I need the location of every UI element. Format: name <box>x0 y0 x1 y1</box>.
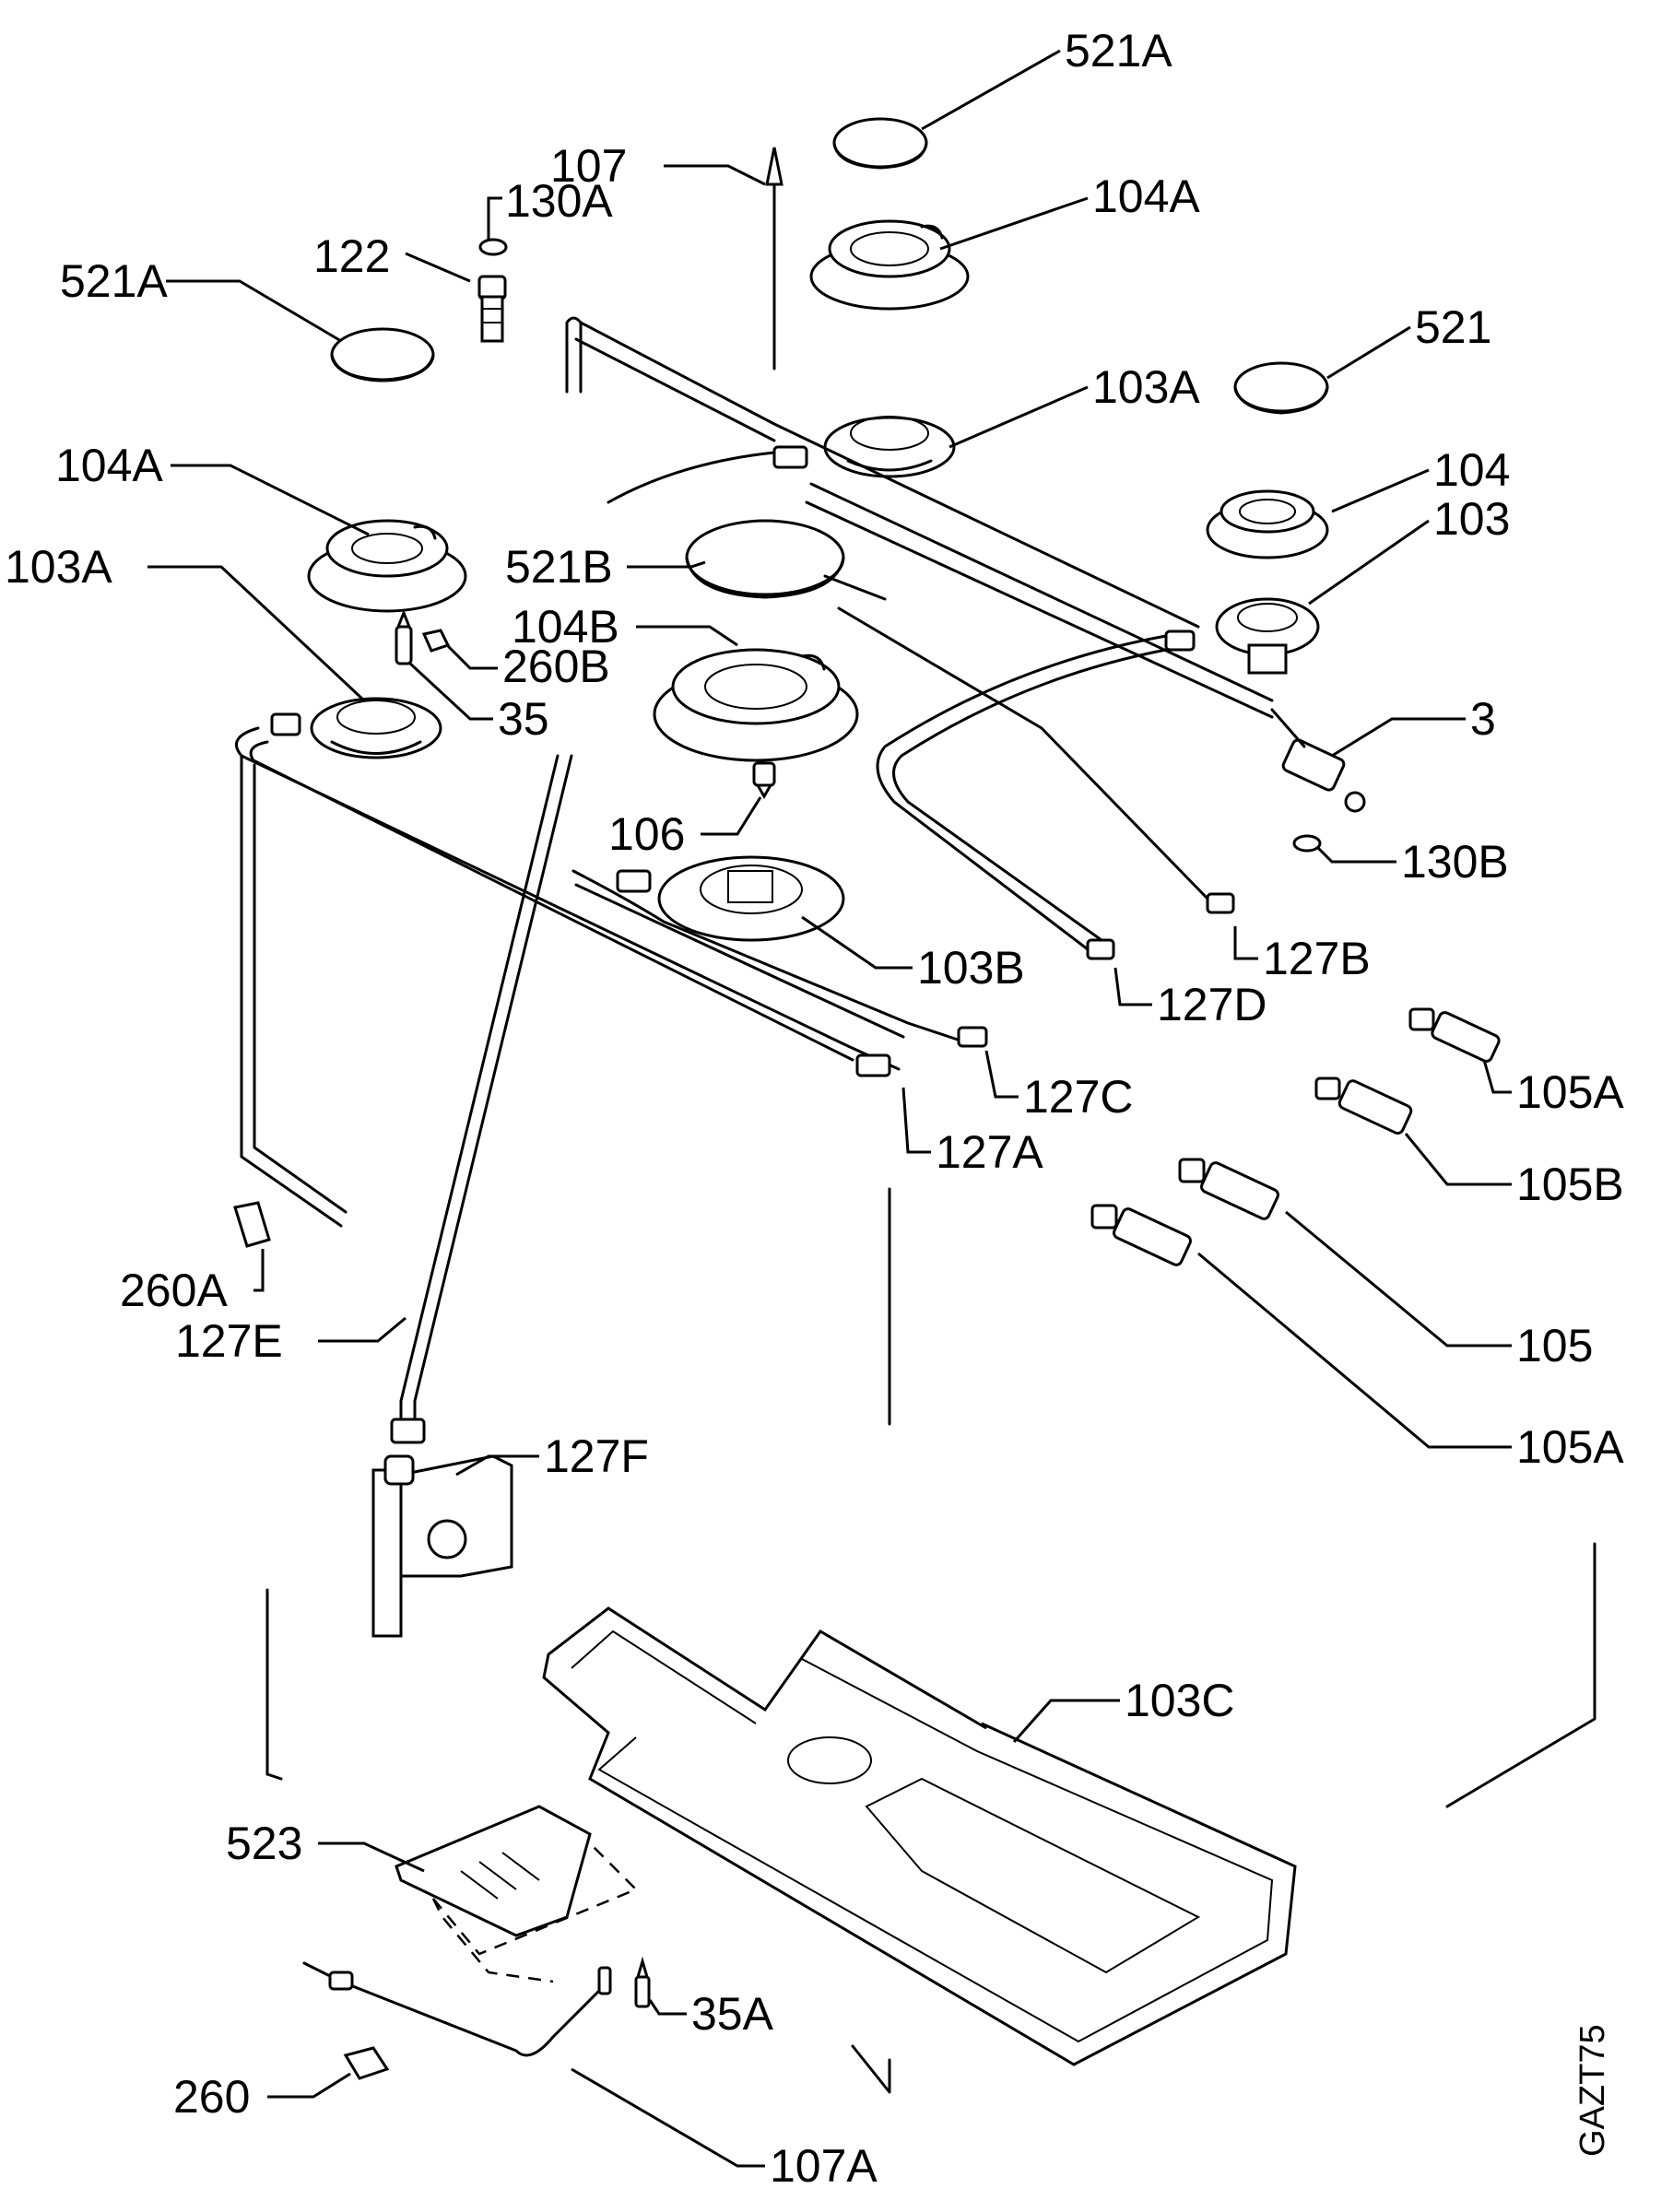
label-35: 35 <box>498 693 549 745</box>
label-107a: 107A <box>770 2140 878 2192</box>
leader-lines <box>147 49 1512 2168</box>
label-130b: 130B <box>1401 836 1509 888</box>
label-127d: 127D <box>1157 979 1267 1030</box>
label-104b: 104B <box>512 601 619 653</box>
part-labels: 521A 107 130A 104A 122 521A 521 103A 104… <box>5 25 1624 2192</box>
label-104: 104 <box>1433 444 1510 496</box>
label-523: 523 <box>226 1818 302 1869</box>
valve-3 <box>1270 708 1366 813</box>
label-105: 105 <box>1516 1320 1593 1371</box>
label-521a-left: 521A <box>60 255 168 307</box>
injector-122 <box>477 275 507 343</box>
label-3: 3 <box>1470 693 1496 745</box>
burner-head-104b <box>653 648 859 762</box>
label-105a-bottom: 105A <box>1516 1421 1624 1473</box>
reference-lines <box>265 1187 1596 2094</box>
label-127e: 127E <box>175 1315 283 1367</box>
ignition-holder-523 <box>395 1805 592 1937</box>
label-35a: 35A <box>691 1988 774 2040</box>
wire-107a <box>302 1961 601 2057</box>
label-130a: 130A <box>505 175 613 227</box>
label-521a-top: 521A <box>1065 25 1172 76</box>
burner-base-103a-left <box>310 697 442 759</box>
ignition-electrode-107 <box>765 147 783 371</box>
spark-plug-35 <box>395 608 413 665</box>
label-521b: 521B <box>505 541 613 593</box>
burner-cap-521a-top <box>832 117 928 170</box>
label-104a-left: 104A <box>55 440 163 491</box>
label-104a-top: 104A <box>1092 171 1200 222</box>
burner-head-104 <box>1206 489 1329 559</box>
gas-tap-105a-top <box>1408 1007 1501 1063</box>
gas-tap-105 <box>1178 1158 1279 1220</box>
label-127a: 127A <box>936 1126 1043 1178</box>
label-260: 260 <box>173 2071 250 2123</box>
bracket-127f <box>371 1454 513 1638</box>
label-103a-left: 103A <box>5 541 112 593</box>
clip-260b <box>421 629 451 653</box>
burner-tray-103c <box>542 1606 1297 2066</box>
gas-tap-105b <box>1314 1077 1413 1135</box>
label-105a-top: 105A <box>1516 1066 1624 1118</box>
label-127c: 127C <box>1023 1071 1134 1123</box>
washer-130a <box>478 238 508 256</box>
label-107: 107 <box>550 140 627 192</box>
label-260b: 260B <box>502 641 610 692</box>
burner-cap-521a-left <box>330 327 435 382</box>
burner-cap-521 <box>1233 361 1329 415</box>
drawing-code: GAZT75 <box>1573 2024 1612 2157</box>
pipe-fittings <box>270 445 1235 1444</box>
label-103c: 103C <box>1125 1675 1235 1726</box>
burner-base-103 <box>1215 597 1320 675</box>
label-122: 122 <box>313 230 390 282</box>
burner-cap-521b <box>685 519 845 599</box>
label-106: 106 <box>608 808 685 860</box>
label-103a-top: 103A <box>1092 361 1200 413</box>
label-103: 103 <box>1433 493 1510 545</box>
burner-head-104a-left <box>307 519 467 613</box>
label-521: 521 <box>1415 301 1491 353</box>
dashed-outline <box>431 1842 639 1983</box>
burner-base-103a-top <box>823 416 956 478</box>
label-260a: 260A <box>120 1265 228 1316</box>
clip-260 <box>343 2046 390 2080</box>
burner-base-103b <box>657 855 845 942</box>
gas-tap-105a-bottom <box>1090 1204 1192 1266</box>
spark-plug-35a <box>597 1956 651 2008</box>
label-105b: 105B <box>1516 1159 1624 1210</box>
label-103b: 103B <box>917 942 1025 994</box>
label-127f: 127F <box>544 1430 649 1482</box>
washer-130b <box>1292 834 1322 853</box>
clip-260a <box>233 1201 271 1248</box>
injector-106 <box>752 761 776 799</box>
label-127b: 127B <box>1263 933 1371 984</box>
burner-head-104a-top <box>809 219 970 311</box>
